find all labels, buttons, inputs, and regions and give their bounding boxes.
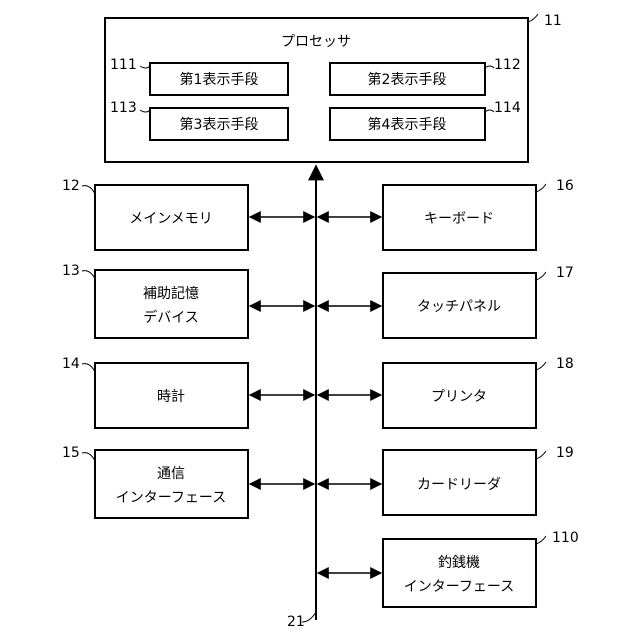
ref-113: 113: [110, 100, 137, 116]
communication-interface-label-line1: 通信: [157, 466, 185, 482]
leader-12: [82, 186, 95, 194]
ref-18: 18: [556, 356, 574, 372]
left-device-auxiliary-storage: 補助記憶 デバイス: [95, 270, 248, 338]
leader-14: [82, 364, 95, 372]
change-machine-interface-box: [383, 539, 536, 607]
processor-block: プロセッサ 第1表示手段 第2表示手段 第3表示手段 第4表示手段: [105, 18, 528, 162]
clock-label: 時計: [157, 389, 185, 405]
right-device-printer: プリンタ: [383, 363, 536, 428]
auxiliary-storage-box: [95, 270, 248, 338]
ref-11: 11: [544, 13, 562, 29]
ref-15: 15: [62, 445, 80, 461]
ref-112: 112: [494, 57, 521, 73]
keyboard-label: キーボード: [424, 211, 494, 227]
leader-18: [536, 362, 546, 370]
ref-16: 16: [556, 178, 574, 194]
ref-12: 12: [62, 178, 80, 194]
ref-13: 13: [62, 263, 80, 279]
leader-17: [536, 272, 546, 280]
auxiliary-storage-label-line2: デバイス: [143, 309, 199, 326]
main-memory-label: メインメモリ: [129, 211, 213, 227]
processor-title: プロセッサ: [281, 34, 351, 50]
change-machine-interface-label-line2: インターフェース: [404, 579, 514, 595]
left-device-communication-interface: 通信 インターフェース: [95, 450, 248, 518]
right-device-card-reader: カードリーダ: [383, 450, 536, 515]
ref-110: 110: [552, 530, 579, 546]
left-device-clock: 時計: [95, 363, 248, 428]
touch-panel-label: タッチパネル: [417, 299, 501, 315]
right-device-keyboard: キーボード: [383, 185, 536, 250]
leader-11: [528, 14, 538, 22]
communication-interface-box: [95, 450, 248, 518]
display-unit-1-label: 第1表示手段: [180, 71, 259, 88]
leader-19: [536, 451, 546, 459]
leader-13: [82, 271, 95, 279]
ref-19: 19: [556, 445, 574, 461]
communication-interface-label-line2: インターフェース: [116, 490, 226, 506]
right-device-change-machine-interface: 釣銭機 インターフェース: [383, 539, 536, 607]
display-unit-3-label: 第3表示手段: [180, 116, 259, 133]
leader-15: [82, 453, 95, 461]
leader-16: [536, 184, 546, 192]
right-device-touch-panel: タッチパネル: [383, 273, 536, 338]
printer-label: プリンタ: [431, 389, 487, 405]
ref-17: 17: [556, 265, 574, 281]
ref-111: 111: [110, 57, 137, 73]
card-reader-label: カードリーダ: [417, 477, 501, 493]
display-unit-2-label: 第2表示手段: [368, 71, 447, 88]
ref-14: 14: [62, 356, 80, 372]
ref-114: 114: [494, 100, 521, 116]
leader-110: [536, 536, 546, 544]
change-machine-interface-label-line1: 釣銭機: [438, 555, 480, 571]
left-device-main-memory: メインメモリ: [95, 185, 248, 250]
display-unit-4-label: 第4表示手段: [368, 116, 447, 133]
auxiliary-storage-label-line1: 補助記憶: [143, 285, 199, 302]
